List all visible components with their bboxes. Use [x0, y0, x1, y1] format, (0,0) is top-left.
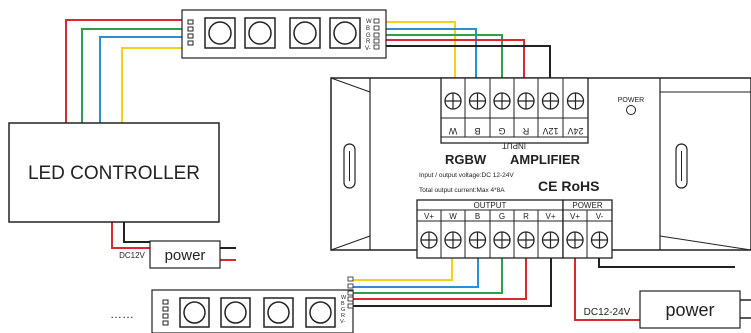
strip-top-pin: V- [365, 46, 371, 52]
output-pin-label: G [499, 212, 505, 221]
led-strip-top: W B G R V- [181, 9, 387, 59]
mounting-slot-right [675, 143, 688, 189]
screw-icon [517, 92, 535, 110]
screw-icon [444, 92, 462, 110]
output-pin-label: B [475, 212, 480, 221]
led-chip [305, 297, 336, 328]
controller-to-strip-wires [65, 19, 182, 123]
output-pin-label: W [449, 212, 457, 221]
strip-bottom-pin: G [341, 307, 345, 313]
power-small-label: power [165, 247, 206, 264]
input-pin-label: B [474, 126, 480, 136]
strip-top-pin: R [366, 39, 371, 45]
power-pin-label: V- [596, 212, 604, 221]
led-chip [263, 297, 294, 328]
led-strip-bottom: …… W B G R V- [110, 276, 354, 333]
mounting-slot-left [343, 143, 356, 189]
input-terminal-block: W B G R 12V 24V INPUT [440, 77, 589, 150]
strip-bottom-pin: W [341, 295, 347, 301]
power-pin-label: V+ [570, 212, 580, 221]
power-supply-large: power DC12-24V [584, 290, 751, 329]
led-chip [179, 297, 210, 328]
power-header: POWER [572, 201, 602, 210]
input-pin-label: 12V [542, 126, 558, 136]
output-header: OUTPUT [474, 201, 507, 210]
strip-to-input-wires [386, 21, 551, 78]
led-chip [244, 17, 276, 49]
power-led-icon [626, 105, 636, 115]
input-pin-label: G [498, 126, 505, 136]
output-pin-label: R [523, 212, 529, 221]
amp-to-power-wires [574, 258, 735, 321]
spec-voltage: Input / output voltage:DC 12-24V [419, 172, 514, 179]
screw-icon [541, 231, 560, 249]
screw-icon [517, 231, 535, 249]
power-indicator-label: POWER [618, 97, 644, 104]
led-controller-label: LED CONTROLLER [28, 163, 200, 184]
led-chip [204, 17, 236, 49]
output-terminal-block: OUTPUT V+ W B G R V+ [416, 199, 564, 259]
screw-icon [541, 92, 560, 110]
strip-top-pin: G [366, 33, 371, 39]
power-small-voltage: DC12V [119, 251, 145, 260]
power-small-leads [220, 247, 236, 261]
screw-icon [420, 231, 438, 249]
input-pin-label: 24V [567, 126, 583, 136]
screw-icon [493, 92, 511, 110]
strip-bottom-pin: B [341, 301, 345, 307]
rgbw-amplifier: W B G R 12V 24V INPUT POWER RGBW AMPLIFI… [330, 77, 751, 259]
power-large-voltage: DC12-24V [584, 307, 631, 318]
strip-top-pin: W [366, 19, 372, 25]
power-large-label: power [665, 300, 714, 320]
led-chip [329, 17, 361, 49]
controller-to-power-wires [111, 222, 150, 249]
screw-icon [468, 92, 487, 110]
strip-bottom-pin: R [341, 313, 345, 319]
amplifier-title-2: AMPLIFIER [510, 152, 581, 167]
input-pin-label: R [522, 126, 529, 136]
amplifier-title: RGBW [445, 152, 487, 167]
strip-ellipsis: …… [110, 307, 134, 321]
spec-current: Total output current:Max 4*8A [419, 187, 505, 194]
input-header: INPUT [502, 141, 526, 150]
output-pin-label: V+ [545, 212, 555, 221]
led-chip [220, 297, 251, 328]
cert-marks: CE RoHS [538, 178, 599, 194]
screw-icon [493, 231, 511, 249]
output-pin-label: V+ [424, 212, 434, 221]
power-supply-small: power DC12V [119, 240, 221, 269]
strip-top-pin: B [366, 26, 370, 32]
screw-icon [590, 231, 609, 249]
power-terminal-block: POWER V+ V- [562, 199, 613, 259]
screw-icon [444, 231, 462, 249]
input-pin-label: W [448, 126, 457, 136]
output-to-strip-wires [353, 258, 552, 307]
strip-bottom-pin: V- [340, 319, 345, 325]
led-chip [289, 17, 321, 49]
screw-icon [468, 231, 487, 249]
screw-icon [566, 92, 585, 110]
led-controller: LED CONTROLLER [8, 122, 220, 223]
screw-icon [566, 231, 584, 249]
